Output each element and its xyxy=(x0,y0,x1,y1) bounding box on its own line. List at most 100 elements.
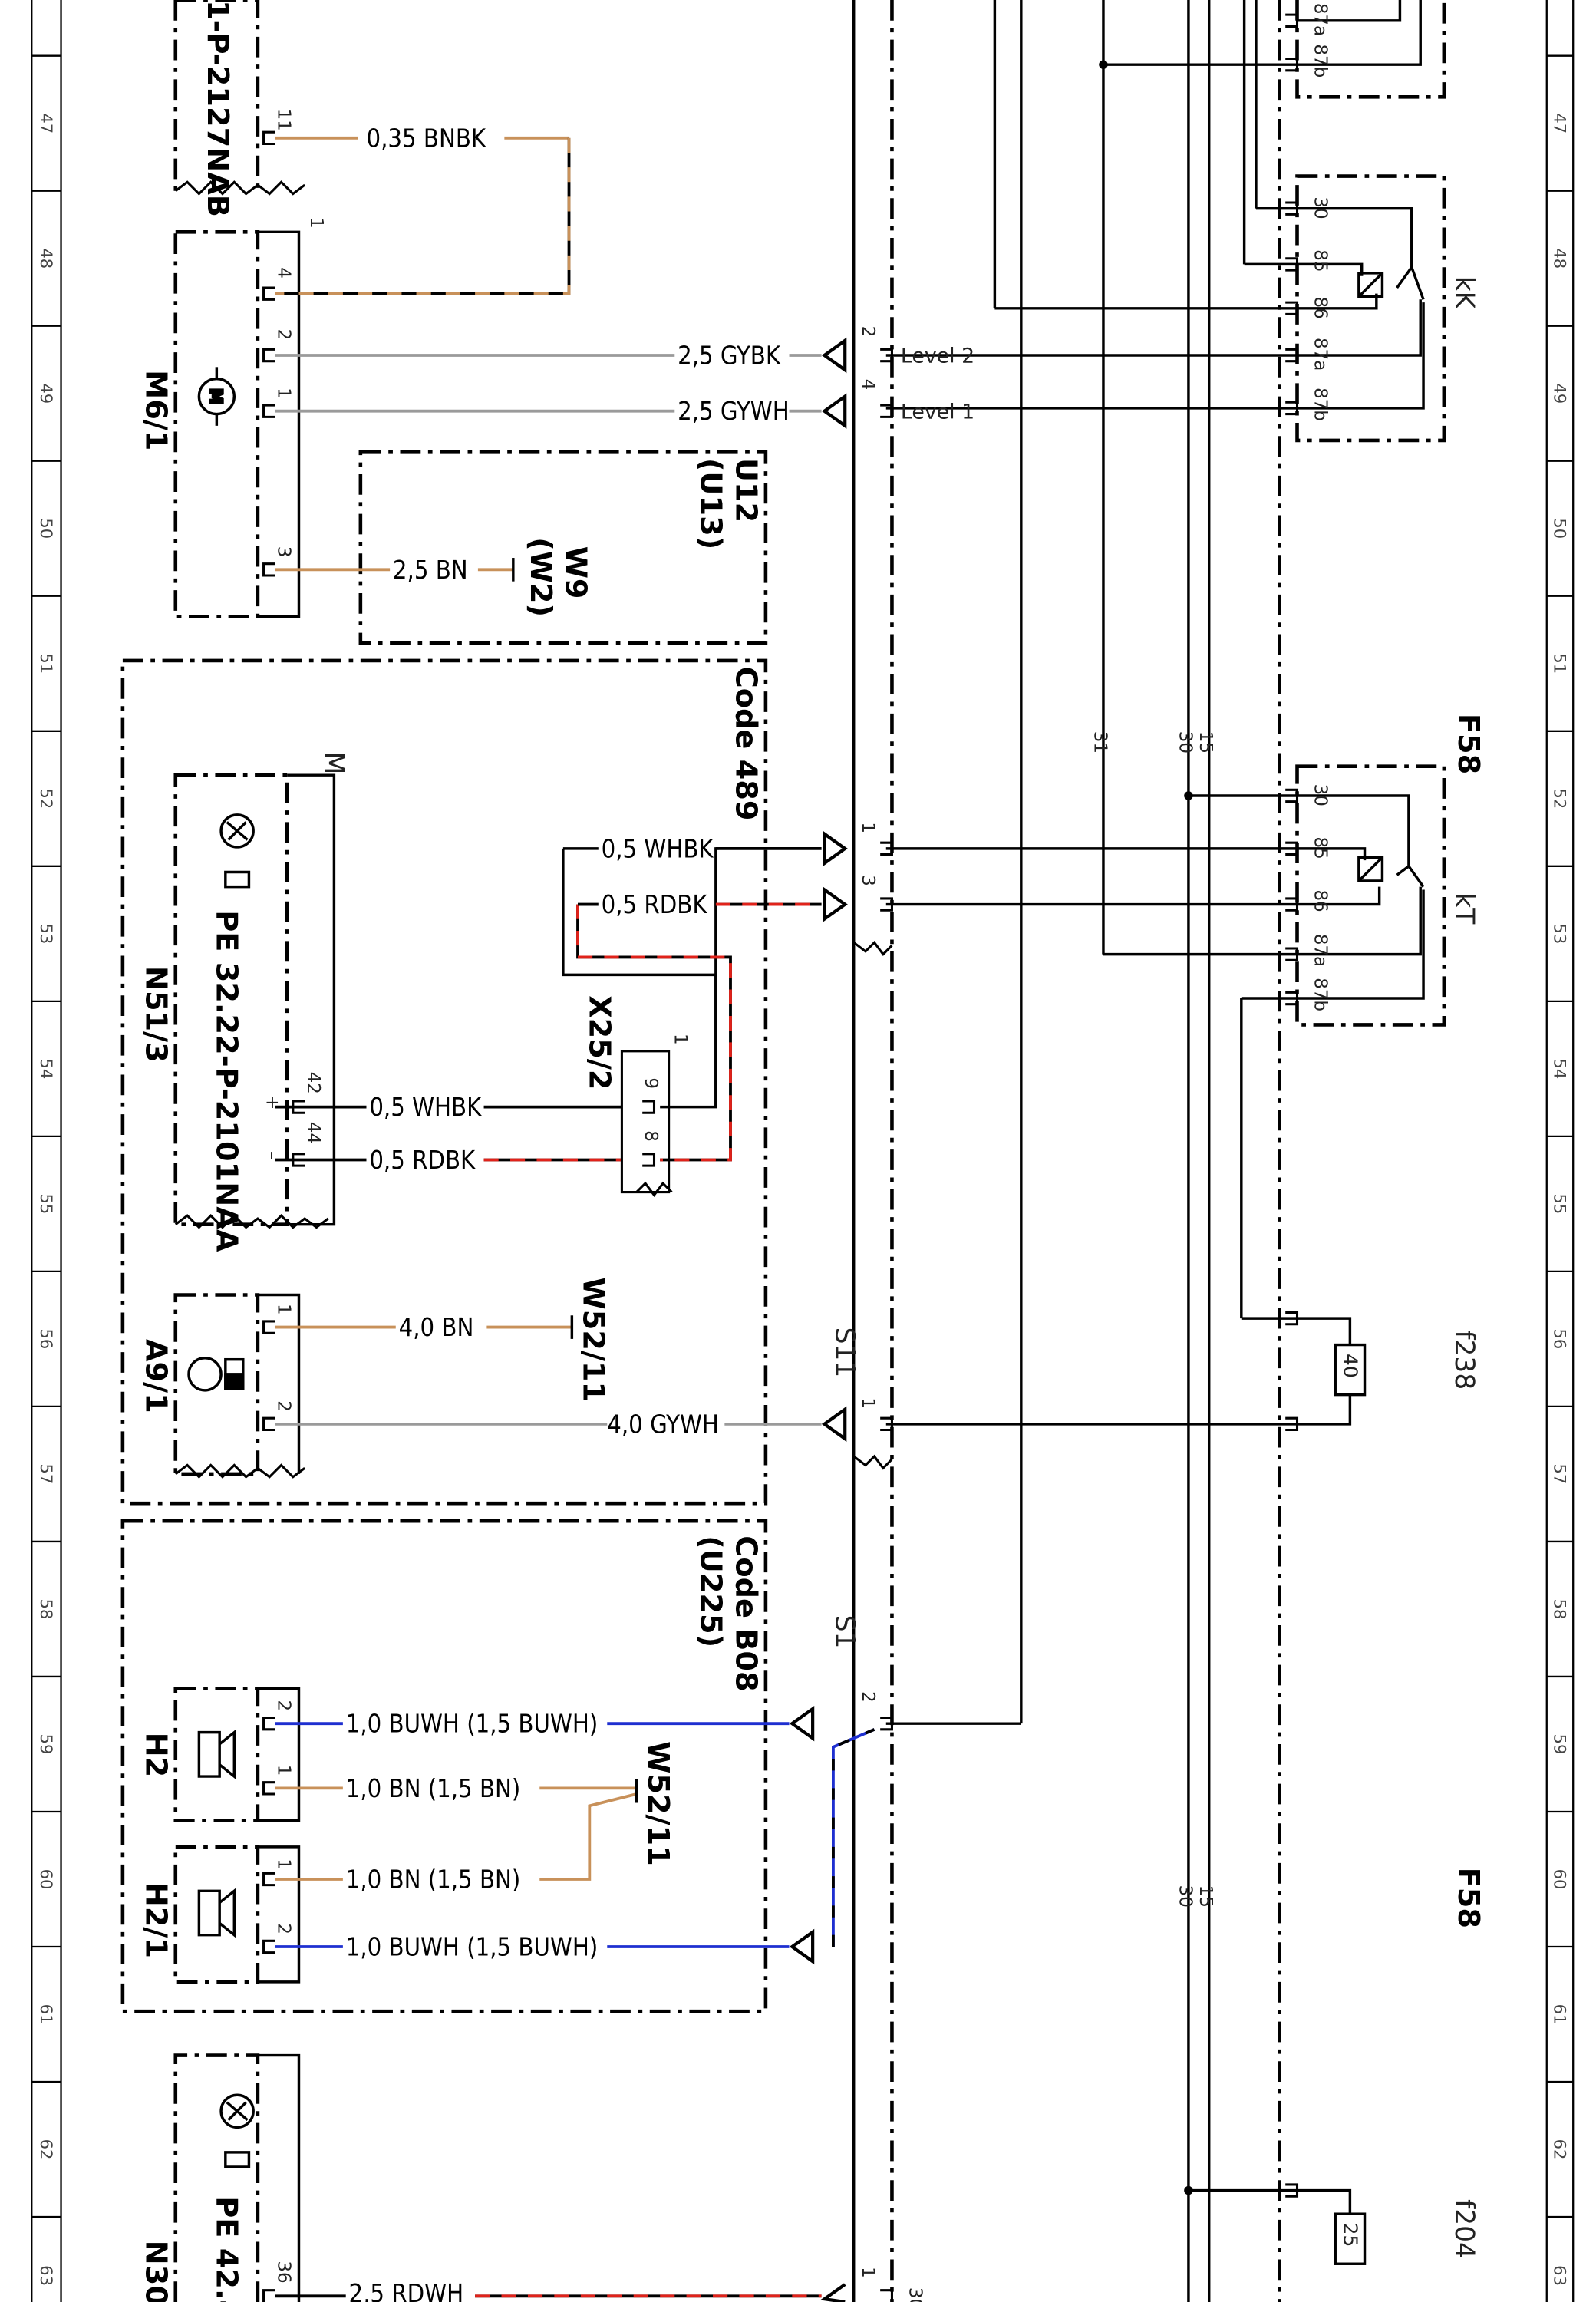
label-code-b08: Code B08 xyxy=(729,1535,763,1691)
ruler-right-47: 47 xyxy=(1550,113,1569,134)
kt-86: 86 xyxy=(1310,889,1330,912)
frame-u12 xyxy=(358,450,768,645)
label-u13: (U13) xyxy=(694,458,728,549)
frame-code-b08 xyxy=(120,1519,768,2013)
ruler-right-61: 61 xyxy=(1550,2004,1569,2025)
frame-kt-relay xyxy=(1295,764,1446,1027)
pin-h2-2: 2 xyxy=(274,1700,294,1712)
label-kk: kK xyxy=(1449,276,1479,310)
wire-label-25-gywh: 2,5 GYWH xyxy=(678,397,790,426)
pin-2: 2 xyxy=(274,329,294,341)
ruler-right-59: 59 xyxy=(1550,1734,1569,1755)
ruler-right-62: 62 xyxy=(1550,2139,1569,2160)
pin-4: 4 xyxy=(274,267,294,279)
wire-label-25-bn: 2,5 BN xyxy=(393,556,468,585)
fuse-f238 xyxy=(1334,1343,1367,1397)
label-h2: H2 xyxy=(139,1733,173,1778)
wire-label-05-rdbk-b: 0,5 RDBK xyxy=(369,1146,476,1175)
fuse-values: 40 25 xyxy=(1340,1354,1362,2247)
pin-plus: + xyxy=(262,1095,282,1110)
horn-h2-icon xyxy=(197,1730,236,1779)
fuse-40-label: 40 xyxy=(1340,1354,1362,1378)
ruler-left-51: 51 xyxy=(37,653,56,674)
ruler-right-50: 50 xyxy=(1550,518,1569,539)
ruler-left-54: 54 xyxy=(37,1058,56,1079)
label-f204: f204 xyxy=(1449,2199,1479,2259)
bus-15: 15 xyxy=(1195,731,1215,754)
label-m-marker: M xyxy=(318,752,349,775)
fuse-25-label: 25 xyxy=(1340,2223,1362,2248)
label-kt: kT xyxy=(1449,892,1479,925)
kt-87b: 87b xyxy=(1310,978,1330,1011)
pin-c5-2: 2 xyxy=(858,1691,878,1703)
kk-85: 85 xyxy=(1310,249,1330,272)
label-w9: W9 xyxy=(559,546,593,599)
label-f58-b: F58 xyxy=(1451,1868,1486,1928)
relay-sockets xyxy=(1285,13,1299,2198)
top-87b: 87b xyxy=(1310,44,1330,78)
pin-n30-36: 36 xyxy=(274,2261,294,2283)
wire-labels: 0,35 BNBK 2,5 GYBK 2,5 GYWH 2,5 BN 0,5 W… xyxy=(346,124,790,2302)
ruler-left-52: 52 xyxy=(37,788,56,809)
wire-label-10-bn-b: 1,0 BN (1,5 BN) xyxy=(346,1865,521,1894)
pump-a9-1-icon xyxy=(187,1357,245,1392)
level-1-label: Level 1 xyxy=(901,400,974,424)
frame-h2-1 xyxy=(173,1845,260,1984)
label-u225: (U225) xyxy=(694,1535,728,1647)
blue-wires xyxy=(275,1722,875,1948)
wire-label-05-whbk-b: 0,5 WHBK xyxy=(369,1093,482,1122)
ruler-right-52: 52 xyxy=(1550,788,1569,809)
ruler-right-55: 55 xyxy=(1550,1193,1569,1214)
label-1-p-2127nab: 1-P-2127NAB xyxy=(200,0,235,217)
label-w2: (W2) xyxy=(523,537,558,617)
ruler-left-58: 58 xyxy=(37,1599,56,1620)
ruler-right-51: 51 xyxy=(1550,653,1569,674)
ruler-right-49: 49 xyxy=(1550,383,1569,404)
frame-n30 xyxy=(173,2053,260,2302)
label-u12: U12 xyxy=(729,458,763,523)
ruler-right-56: 56 xyxy=(1550,1329,1569,1350)
fuses xyxy=(1334,1343,1367,2265)
kk-87b: 87b xyxy=(1310,388,1330,421)
ruler-left-57: 57 xyxy=(37,1464,56,1485)
pin-42: 42 xyxy=(303,1072,323,1094)
ruler-numbers: 47 48 49 50 51 52 53 54 55 56 57 58 59 6… xyxy=(37,113,1570,2286)
kt-30: 30 xyxy=(1310,784,1330,806)
right-ruler xyxy=(1545,0,1575,2302)
bus-15b: 15 xyxy=(1195,1885,1215,1908)
label-w52-11-b: W52/11 xyxy=(641,1741,675,1866)
pin-1-m6: 1 xyxy=(306,217,326,229)
ruler-right-60: 60 xyxy=(1550,1869,1569,1890)
fuse-f204 xyxy=(1334,2212,1367,2265)
brown-wires xyxy=(275,136,638,1881)
wire-label-25-gybk: 2,5 GYBK xyxy=(678,341,781,370)
ruler-left-53: 53 xyxy=(37,923,56,944)
label-n51-3: N51/3 xyxy=(139,966,173,1063)
wire-label-035-bnbk: 0,35 BNBK xyxy=(366,124,486,153)
frame-n51-3 xyxy=(173,773,289,1226)
pin-44: 44 xyxy=(303,1122,323,1144)
frame-top-relay xyxy=(1295,0,1446,99)
wire-label-05-whbk-a: 0,5 WHBK xyxy=(602,834,714,863)
ruler-left-49: 49 xyxy=(37,383,56,404)
component-labels: 1-P-2127NAB M6/1 U12 (U13) W9 (W2) Code … xyxy=(139,0,1486,2302)
frame-2127nab xyxy=(173,0,260,191)
dashed-frames xyxy=(120,0,1446,2302)
pin-x25-8: 8 xyxy=(641,1130,661,1142)
arrow-rdwh xyxy=(819,2283,846,2302)
pin-c2-2: 2 xyxy=(858,326,878,338)
ruler-left-63: 63 xyxy=(37,2265,56,2286)
wire-label-10-buwh-b: 1,0 BUWH (1,5 BUWH) xyxy=(346,1932,598,1961)
label-a9-1: A9/1 xyxy=(139,1339,173,1413)
motor-m6-1-icon: M xyxy=(197,367,236,426)
svg-text:M: M xyxy=(207,388,226,404)
pin-a9-1: 1 xyxy=(274,1304,294,1315)
pin-c2-4: 4 xyxy=(858,379,878,391)
arrow-level2 xyxy=(821,337,847,374)
arrow-level1 xyxy=(821,393,847,429)
pin-3: 3 xyxy=(274,546,294,558)
label-s1: S1 xyxy=(829,1615,860,1649)
wire-label-25-rdwh: 2,5 RDWH xyxy=(349,2279,464,2302)
ruler-left-59: 59 xyxy=(37,1734,56,1755)
pin-c3-3: 3 xyxy=(858,875,878,886)
